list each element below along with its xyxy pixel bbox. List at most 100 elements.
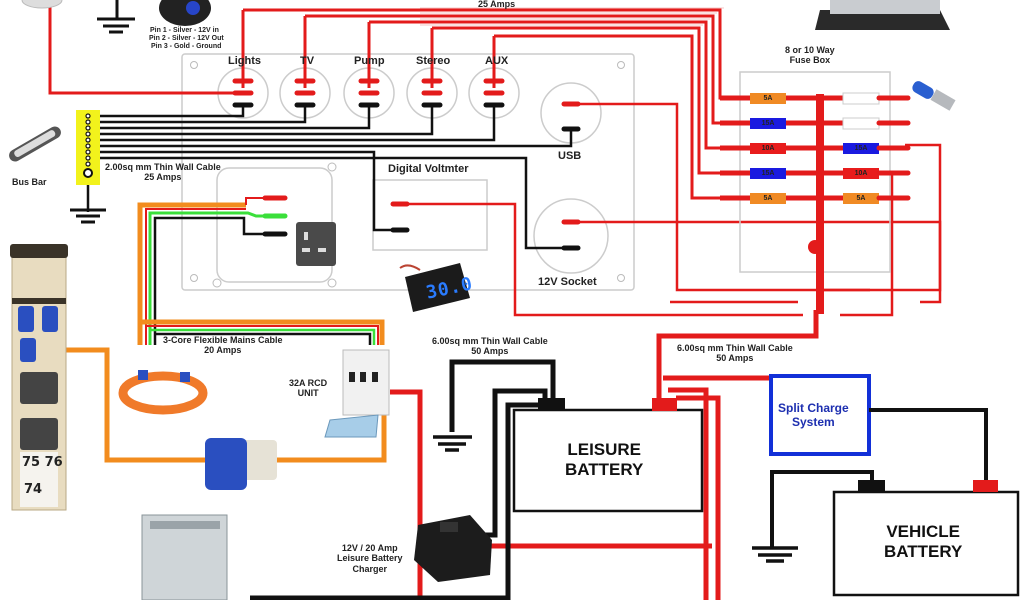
switch-pin-3: Pin 3 - Gold - Ground [151, 43, 222, 50]
fridge [141, 514, 228, 600]
usb-label: USB [558, 150, 582, 162]
voltmeter-box [372, 179, 488, 251]
switch-pin-1: Pin 1 - Silver - 12V in [150, 27, 219, 34]
fuse-right-3 [843, 143, 879, 154]
blue-mains-inlet [205, 438, 277, 490]
vehicle-battery [832, 490, 1020, 597]
leisure-battery-label: LEISURE BATTERY [565, 440, 643, 479]
cable-6mm-right-amps: 50 Amps [716, 353, 754, 364]
fuse-left-1 [750, 93, 786, 104]
bus-bar-terminal [85, 161, 91, 167]
fuse-rating-right-5: 5A [856, 195, 866, 202]
split-charge-line2: System [791, 414, 835, 429]
hookup-pillar [10, 244, 68, 511]
leisure-battery [512, 408, 704, 513]
fuse-box-label-line1: 8 or 10 Way [785, 45, 835, 55]
fuse-left-5 [750, 193, 786, 204]
fuse-rating-left-5: 5A [763, 195, 773, 202]
fuse-rating-left-2: 15A [761, 120, 775, 127]
vehicle-battery-positive-terminal [973, 480, 998, 492]
switch-label-pump: Pump [354, 55, 385, 67]
cable-6mm-left-text: 6.00sq mm Thin Wall Cable [432, 336, 548, 346]
rocker-switch-image [159, 0, 211, 26]
switch-label-tv: TV [300, 55, 315, 67]
rcd-label-line1: 32A RCD [289, 378, 328, 388]
cable-6mm-right-text: 6.00sq mm Thin Wall Cable [677, 343, 793, 353]
fuse-left-2 [750, 118, 786, 129]
bus-bar-terminal [85, 149, 91, 155]
mains-cable-text: 3-Core Flexible Mains Cable [163, 335, 283, 345]
pillar-number-top: 75 76 [22, 455, 63, 470]
bus-bar-terminal [85, 143, 91, 149]
switch-label-stereo: Stereo [416, 55, 451, 67]
switch-label-aux: AUX [485, 55, 509, 67]
thin-cable-2mm-label: 2.00sq mm Thin Wall Cable 25 Amps [105, 162, 221, 183]
switch-pin-2: Pin 2 - Silver - 12V Out [149, 35, 224, 42]
pillar-number-bottom: 74 [24, 482, 43, 497]
vehicle-battery-negative-terminal [858, 480, 885, 492]
uk-mains-socket [296, 222, 336, 266]
bus-bar-terminal [85, 131, 91, 137]
cable-6mm-right-label: 6.00sq mm Thin Wall Cable 50 Amps [677, 343, 793, 364]
fuse-rating-left-1: 5A [763, 95, 773, 102]
fuse-right-2 [842, 117, 880, 130]
digital-voltmeter-device [399, 263, 470, 312]
bus-bar-terminal [85, 137, 91, 143]
spade-connector-image [912, 81, 956, 111]
bus-bar-terminal [85, 125, 91, 131]
battery-charger [414, 515, 492, 582]
rcd-label-line2: UNIT [297, 388, 319, 399]
split-charge-line1: Split Charge [778, 401, 849, 415]
fuse-box-label: 8 or 10 Way Fuse Box [785, 45, 835, 66]
leisure-battery-negative-terminal [538, 398, 565, 411]
fuse-box-image [815, 0, 950, 30]
leisure-battery-line2: BATTERY [565, 459, 644, 479]
fuse-left-4 [750, 168, 786, 179]
orange-extension-cable [118, 370, 208, 415]
fuse-right-5 [843, 193, 879, 204]
12v-socket-label: 12V Socket [538, 276, 597, 288]
cable-6mm-left-amps: 50 Amps [471, 346, 509, 357]
charger-line1: 12V / 20 Amp [341, 543, 398, 553]
bus-bar-terminal [85, 155, 91, 161]
fuse-rating-left-4: 15A [761, 170, 775, 177]
fuse-rating-left-3: 10A [761, 145, 775, 152]
top-cable-amps-label: 25 Amps [478, 0, 516, 9]
ground-symbol-vehicle [752, 546, 798, 563]
rcd-unit [324, 349, 390, 438]
charger-line3: Charger [352, 563, 388, 574]
ground-symbol [70, 208, 106, 224]
charger-label: 12V / 20 Amp Leisure Battery Charger [337, 543, 403, 574]
fuse-rating-right-3: 15A [854, 145, 868, 152]
cable-6mm-left-label: 6.00sq mm Thin Wall Cable 50 Amps [432, 336, 548, 357]
ground-symbol-top [97, 0, 135, 34]
bus-bar-terminal [85, 119, 91, 125]
leisure-battery-positive-terminal [652, 398, 677, 411]
bus-bar-label: Bus Bar [12, 177, 47, 187]
vehicle-battery-line1: VEHICLE [886, 522, 961, 541]
vehicle-battery-line2: BATTERY [884, 541, 963, 561]
switch-label-lights: Lights [228, 55, 261, 67]
thin-cable-2mm-amps: 25 Amps [144, 172, 182, 183]
thin-cable-2mm-text: 2.00sq mm Thin Wall Cable [105, 162, 221, 172]
mains-cable-amps: 20 Amps [204, 345, 242, 356]
12v-socket [533, 198, 609, 274]
leisure-battery-line1: LEISURE [567, 440, 642, 459]
fuse-box-label-line2: Fuse Box [789, 55, 831, 66]
mains-cable-label: 3-Core Flexible Mains Cable 20 Amps [163, 335, 283, 356]
voltmeter-label: Digital Voltmter [388, 163, 469, 175]
split-charge-system [769, 374, 871, 456]
ground-symbol-leisure [433, 435, 472, 452]
vehicle-battery-label: VEHICLE BATTERY [884, 522, 962, 561]
fuse-left-3 [750, 143, 786, 154]
bus-bar-image [9, 126, 61, 162]
fuse-right-1 [842, 92, 880, 105]
charger-line2: Leisure Battery [337, 553, 403, 564]
fuse-box-junction [808, 240, 822, 254]
rcd-label: 32A RCD UNIT [289, 378, 327, 399]
bus-bar-terminal [85, 113, 91, 119]
split-charge-label: Split Charge System [778, 401, 849, 430]
fuse-rating-right-4: 10A [854, 170, 868, 177]
fuse-right-4 [843, 168, 879, 179]
